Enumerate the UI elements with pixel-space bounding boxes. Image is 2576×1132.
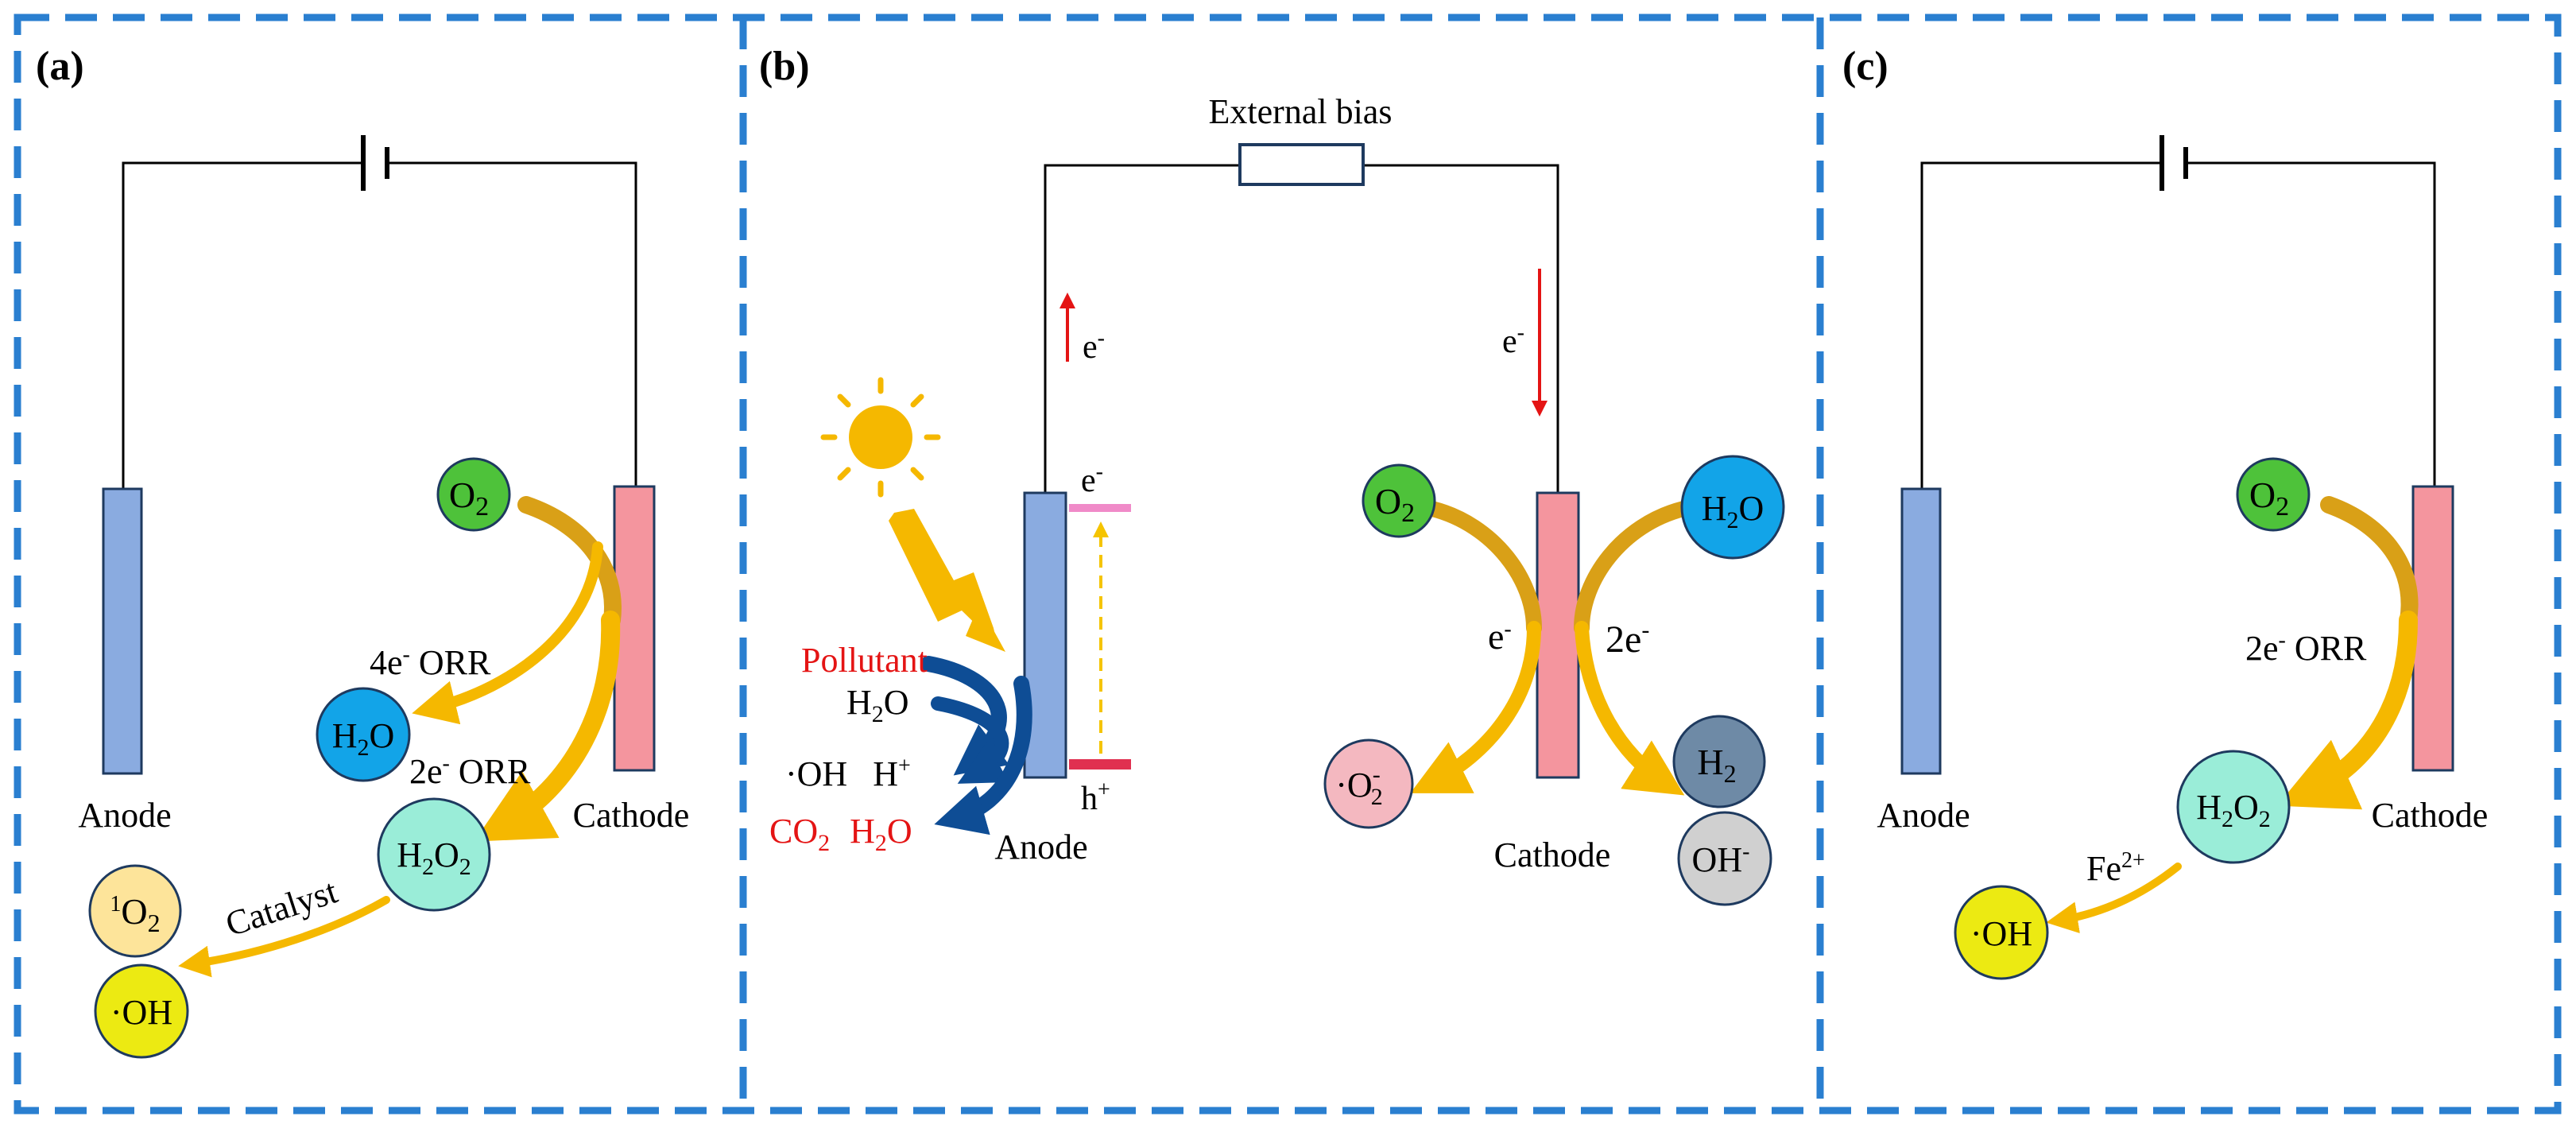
superoxide-radical: ·O-2 [1323, 739, 1414, 829]
panel-c-label: (c) [1842, 44, 1888, 89]
panel-b: (b) External bias e- e- [759, 44, 1785, 906]
outer-frame [14, 14, 2562, 1115]
oxidation-arrows [920, 656, 1032, 835]
o2-swoosh-b [1424, 501, 1542, 636]
water-input-label: H2O [846, 683, 909, 727]
anode-electrode-c [1900, 487, 1942, 775]
electron-label-up: e- [1083, 326, 1105, 366]
svg-text:O2: O2 [2249, 475, 2289, 521]
cathode-label-a: Cathode [573, 796, 690, 835]
o2-molecule-b: O2 [1362, 463, 1436, 538]
resistor-icon [1238, 143, 1365, 186]
panel-c: (c) Anode Cathode O2 2e- ORR H2O2 Fe2+ [1842, 44, 2489, 980]
h2o-molecule-a: H2O [316, 687, 411, 782]
sun-icon [820, 377, 941, 498]
arrow-to-superoxide [1410, 621, 1541, 793]
svg-text:H2O: H2O [332, 716, 395, 761]
pollutant-label: Pollutant [801, 641, 928, 680]
arrow-catalyst [178, 896, 390, 978]
arrow-to-h2 [1575, 621, 1685, 796]
o2-swoosh-c [2320, 496, 2419, 629]
label-2e-orr-c: 2e- ORR [2245, 628, 2367, 668]
o2-molecule-c: O2 [2236, 457, 2311, 532]
label-fe2plus: Fe2+ [2086, 848, 2145, 888]
panel-a: (a) Anode Cathode O2 H2O [36, 44, 690, 1059]
panel-c-circuit [1920, 161, 2436, 489]
hydroxyl-radical-c: ·OH [1954, 885, 2049, 980]
external-bias-label: External bias [1209, 92, 1393, 131]
svg-text:O2: O2 [1375, 481, 1415, 528]
o2-molecule-a: O2 [436, 457, 511, 532]
panel-c-arrows [2046, 496, 2419, 933]
electron-label-mid: e- [1488, 616, 1512, 657]
svg-text:OH-: OH- [1692, 839, 1750, 879]
label-2e-orr-a: 2e- ORR [409, 751, 531, 791]
battery-icon-c [2160, 135, 2188, 191]
cathode-electrode-b [1536, 491, 1580, 779]
h2-molecule: H2 [1672, 715, 1766, 808]
panel-b-circuit [1044, 164, 1559, 493]
panel-a-circuit [122, 161, 637, 489]
h2o2-molecule-a: H2O2 [377, 797, 491, 912]
svg-text:H2O2: H2O2 [2196, 788, 2271, 832]
svg-text:H2: H2 [1697, 742, 1736, 788]
svg-text:H2O2: H2O2 [397, 835, 471, 880]
arrow-4e-orr [412, 541, 603, 725]
svg-text:1O2: 1O2 [110, 891, 160, 937]
svg-text:O2: O2 [449, 475, 489, 521]
anode-label-a: Anode [78, 796, 171, 835]
singlet-oxygen-molecule: 1O2 [88, 864, 182, 958]
battery-icon [361, 135, 389, 191]
arrow-fenton [2046, 863, 2182, 933]
panel-b-label: (b) [759, 44, 810, 89]
dashed-frame [14, 14, 2562, 1115]
arrow-2e-orr-c [2276, 611, 2418, 810]
cathode-label-c: Cathode [2372, 796, 2489, 835]
cathode-electrode-a [613, 485, 656, 772]
navy-arrow-2 [931, 696, 1009, 784]
electron-label-down: e- [1502, 320, 1524, 360]
panel-a-label: (a) [36, 44, 84, 89]
conduction-band [1069, 504, 1131, 512]
cathode-electrode-c [2411, 485, 2454, 772]
svg-text:·OH: ·OH [110, 993, 172, 1032]
arrow-2e-orr [474, 611, 621, 842]
valence-band [1069, 759, 1131, 770]
hydroxyl-radical-a: ·OH [94, 963, 189, 1059]
h2o-molecule-b: H2O [1680, 455, 1785, 560]
label-4e-orr: 4e- ORR [370, 642, 491, 682]
h2o-swoosh-b [1574, 501, 1691, 636]
lightning-arrow [889, 509, 997, 645]
co2-h2o-label: CO2 H2O [769, 812, 912, 856]
anode-electrode-a [102, 487, 143, 775]
lightning-arrow-head [966, 604, 1005, 652]
panel-a-arrows [178, 496, 622, 978]
panel-b-cathode-arrows [1410, 501, 1691, 796]
h2o2-molecule-c: H2O2 [2176, 750, 2291, 864]
two-electron-label: 2e- [1606, 617, 1649, 661]
band-hole-label: h+ [1081, 777, 1110, 817]
navy-arrow-3 [934, 676, 1032, 835]
anode-label-b: Anode [994, 828, 1087, 866]
svg-text:H2O: H2O [1702, 489, 1764, 533]
cathode-label-b: Cathode [1494, 835, 1611, 874]
svg-text:·O-2: ·O-2 [1335, 762, 1382, 810]
anode-label-c: Anode [1877, 796, 1970, 835]
band-electron-label: e- [1081, 459, 1103, 499]
hydroxide-ion: OH- [1677, 811, 1772, 906]
svg-text:·OH: ·OH [1970, 914, 2032, 953]
